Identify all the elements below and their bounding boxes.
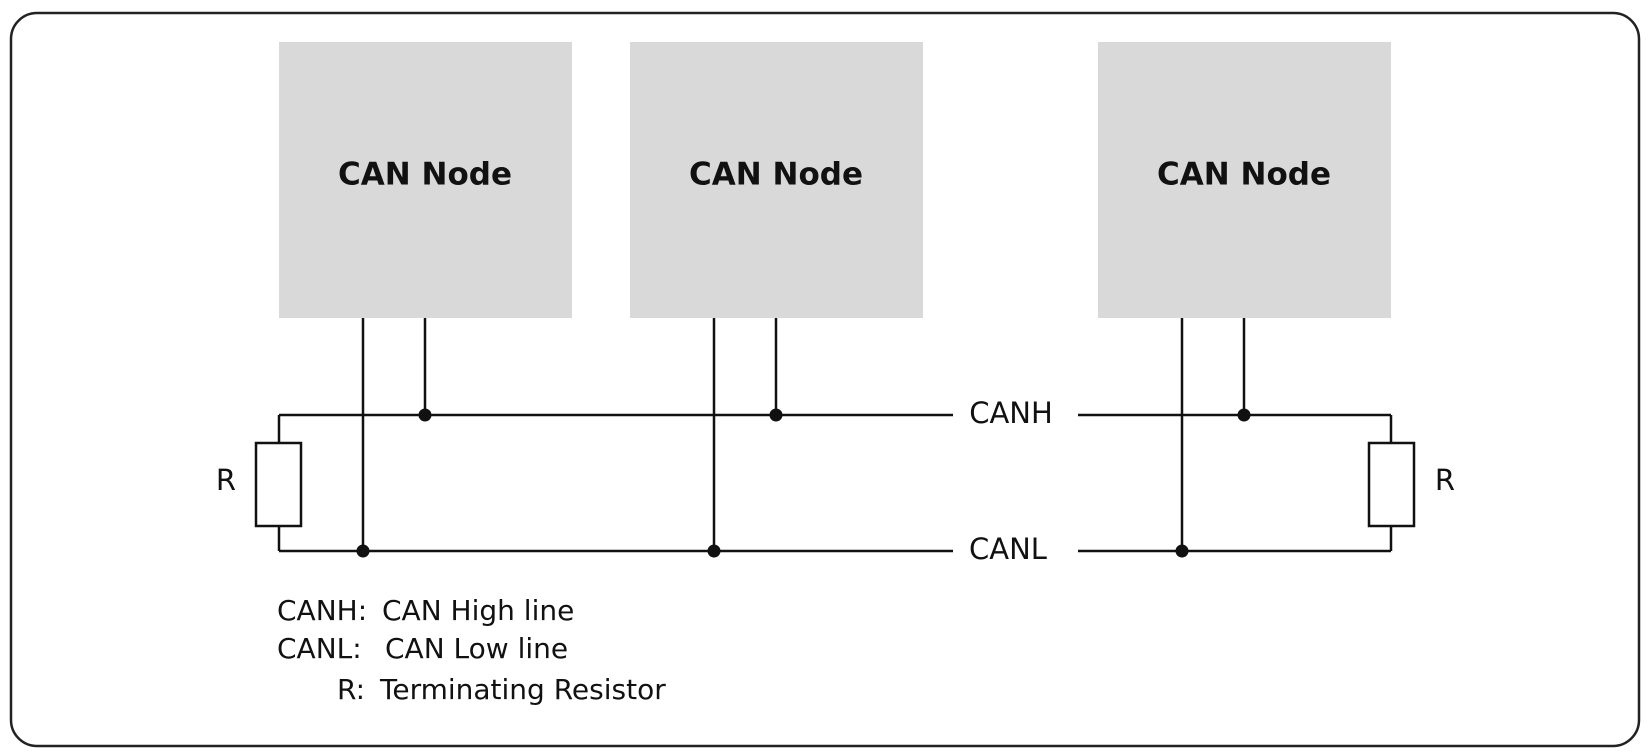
left-resistor: R	[216, 415, 303, 551]
node-2-canl-junction	[707, 544, 721, 558]
can-node-3-label: CAN Node	[1157, 157, 1331, 193]
legend-r-key: R:	[337, 673, 365, 706]
left-resistor-body	[254, 441, 303, 528]
node-3-canl-junction	[1175, 544, 1189, 558]
right-resistor: R	[1367, 415, 1455, 551]
canh-label: CANH	[969, 396, 1053, 430]
legend-canh-key: CANH:	[277, 594, 367, 627]
canl-label: CANL	[969, 532, 1047, 566]
legend-canl-key: CANL:	[277, 632, 362, 665]
legend: CANH: CAN High line CANL: CAN Low line R…	[277, 594, 666, 706]
node-2-canh-junction	[769, 408, 783, 422]
right-resistor-body	[1367, 441, 1416, 528]
can-node-3: CAN Node	[1098, 42, 1391, 318]
can-node-3-box	[1098, 42, 1391, 318]
legend-canh-desc: CAN High line	[382, 594, 574, 627]
can-node-2-label: CAN Node	[689, 157, 863, 193]
can-node-1-label: CAN Node	[338, 157, 512, 193]
legend-r-desc: Terminating Resistor	[379, 673, 666, 706]
node-1-canh-junction	[418, 408, 432, 422]
can-node-1-box	[279, 42, 572, 318]
right-resistor-label: R	[1435, 463, 1455, 497]
canl-bus: CANL	[279, 532, 1391, 566]
node-3-canh-junction	[1237, 408, 1251, 422]
can-node-2-box	[630, 42, 923, 318]
canh-bus: CANH	[279, 396, 1391, 430]
can-node-1: CAN Node	[279, 42, 572, 318]
legend-canl-desc: CAN Low line	[385, 632, 568, 665]
left-resistor-label: R	[216, 463, 236, 497]
can-node-2: CAN Node	[630, 42, 923, 318]
node-1-canl-junction	[356, 544, 370, 558]
